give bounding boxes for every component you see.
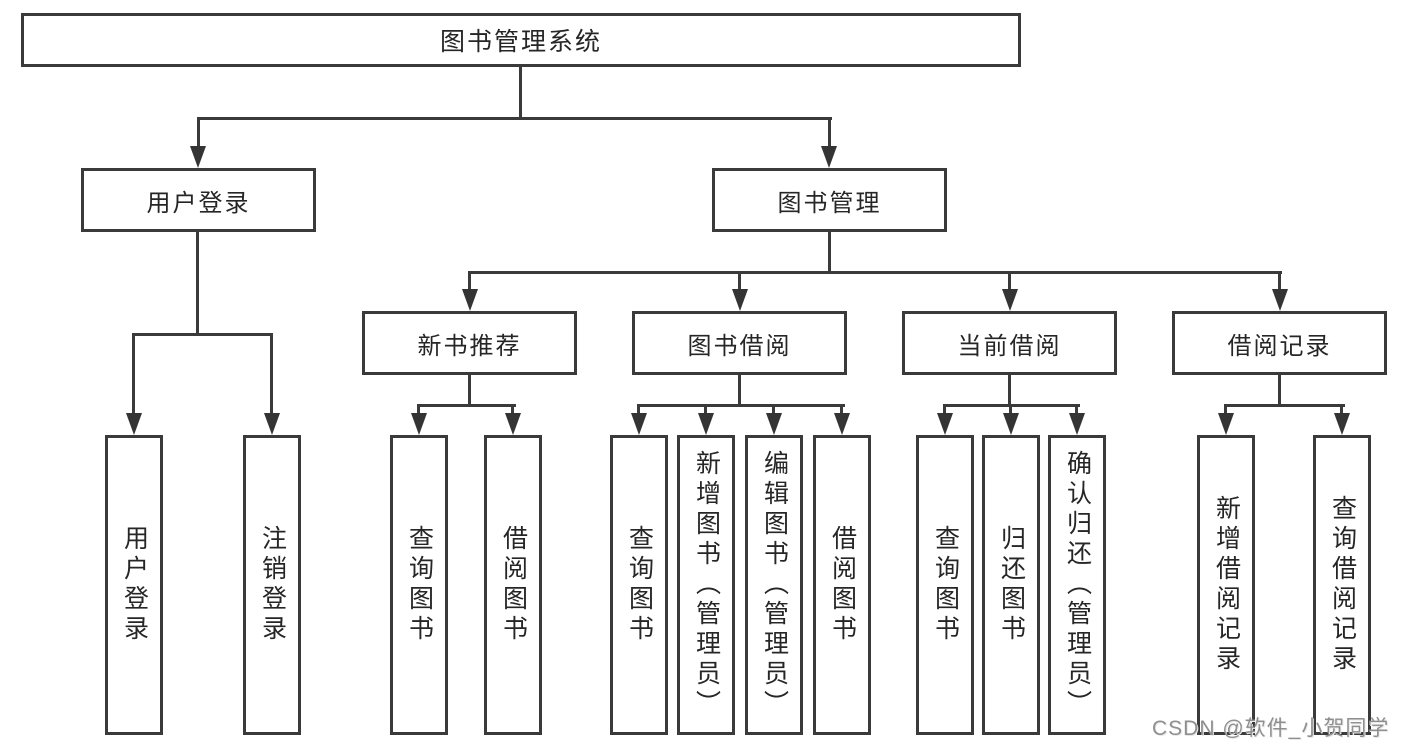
edge-bb-stem bbox=[738, 375, 741, 407]
edge-br-drop bbox=[1224, 404, 1227, 416]
node-book-borrowing: 图书借阅 bbox=[632, 311, 847, 375]
edge-user-login-drop bbox=[270, 333, 273, 415]
arrow-down-icon bbox=[834, 413, 850, 435]
leaf-cb-confirm-return-admin-label: 确认归还（管理员） bbox=[1063, 450, 1092, 720]
edge-book-mgmt-drop bbox=[1008, 271, 1011, 291]
edge-br-stem bbox=[1278, 375, 1281, 407]
edge-nbr-drop bbox=[417, 404, 420, 416]
node-root-label: 图书管理系统 bbox=[439, 28, 602, 56]
leaf-cb-return-books: 归还图书 bbox=[982, 435, 1040, 735]
edge-br-split bbox=[1224, 404, 1345, 407]
node-borrow-records: 借阅记录 bbox=[1172, 311, 1387, 375]
watermark: CSDN @软件_小贺同学 bbox=[1152, 717, 1390, 740]
leaf-cb-return-books-label: 归还图书 bbox=[997, 525, 1026, 645]
node-book-management: 图书管理 bbox=[712, 168, 947, 232]
edge-bb-drop bbox=[637, 404, 640, 416]
edge-bb-drop bbox=[704, 404, 707, 416]
edge-user-login-stem bbox=[196, 232, 199, 336]
arrow-down-icon bbox=[937, 413, 953, 435]
arrow-down-icon bbox=[1334, 413, 1350, 435]
leaf-bb-edit-books-admin-label: 编辑图书（管理员） bbox=[760, 450, 789, 720]
edge-user-login-split bbox=[132, 333, 273, 336]
arrow-down-icon bbox=[126, 413, 142, 435]
arrow-down-icon bbox=[462, 289, 478, 311]
arrow-down-icon bbox=[1002, 289, 1018, 311]
edge-nbr-stem bbox=[468, 375, 471, 407]
leaf-logout-label: 注销登录 bbox=[258, 525, 287, 645]
leaf-br-add-record: 新增借阅记录 bbox=[1197, 435, 1255, 735]
leaf-bb-add-books-admin: 新增图书（管理员） bbox=[677, 435, 735, 735]
edge-book-mgmt-drop bbox=[1278, 271, 1281, 291]
node-new-book-recommend-label: 新书推荐 bbox=[417, 332, 522, 360]
edge-cb-drop bbox=[943, 404, 946, 416]
edge-root-split bbox=[197, 117, 832, 120]
arrow-down-icon bbox=[505, 413, 521, 435]
leaf-user-login-label: 用户登录 bbox=[120, 525, 149, 645]
arrow-down-icon bbox=[631, 413, 647, 435]
leaf-nbr-query-books: 查询图书 bbox=[390, 435, 448, 735]
leaf-bb-query-books-label: 查询图书 bbox=[625, 525, 654, 645]
edge-bb-split bbox=[637, 404, 845, 407]
edge-nbr-split bbox=[417, 404, 516, 407]
leaf-nbr-borrow-books: 借阅图书 bbox=[484, 435, 542, 735]
node-current-borrowing-label: 当前借阅 bbox=[957, 332, 1062, 360]
arrow-down-icon bbox=[821, 146, 837, 168]
leaf-nbr-borrow-books-label: 借阅图书 bbox=[499, 525, 528, 645]
edge-nbr-drop bbox=[511, 404, 514, 416]
node-user-login: 用户登录 bbox=[81, 168, 316, 232]
leaf-nbr-query-books-label: 查询图书 bbox=[405, 525, 434, 645]
edge-book-mgmt-drop bbox=[468, 271, 471, 291]
leaf-bb-edit-books-admin: 编辑图书（管理员） bbox=[745, 435, 803, 735]
edge-bb-drop bbox=[772, 404, 775, 416]
leaf-logout: 注销登录 bbox=[243, 435, 301, 735]
node-user-login-label: 用户登录 bbox=[146, 189, 251, 217]
edge-cb-drop bbox=[1009, 404, 1012, 416]
arrow-down-icon bbox=[698, 413, 714, 435]
arrow-down-icon bbox=[1218, 413, 1234, 435]
node-root: 图书管理系统 bbox=[21, 13, 1021, 67]
edge-root-drop-left bbox=[197, 117, 200, 149]
edge-br-drop bbox=[1340, 404, 1343, 416]
leaf-user-login: 用户登录 bbox=[105, 435, 163, 735]
node-book-borrowing-label: 图书借阅 bbox=[687, 332, 792, 360]
edge-root-stem bbox=[519, 66, 522, 120]
edge-book-mgmt-stem bbox=[828, 232, 831, 274]
arrow-down-icon bbox=[1272, 289, 1288, 311]
node-new-book-recommend: 新书推荐 bbox=[362, 311, 577, 375]
leaf-br-query-record: 查询借阅记录 bbox=[1313, 435, 1371, 735]
arrow-down-icon bbox=[411, 413, 427, 435]
edge-root-drop-right bbox=[828, 117, 831, 149]
arrow-down-icon bbox=[190, 146, 206, 168]
leaf-br-add-record-label: 新增借阅记录 bbox=[1212, 495, 1241, 675]
leaf-bb-add-books-admin-label: 新增图书（管理员） bbox=[692, 450, 721, 720]
leaf-cb-query-books-label: 查询图书 bbox=[931, 525, 960, 645]
edge-cb-drop bbox=[1075, 404, 1078, 416]
arrow-down-icon bbox=[766, 413, 782, 435]
leaf-cb-confirm-return-admin: 确认归还（管理员） bbox=[1048, 435, 1106, 735]
edge-cb-stem bbox=[1008, 375, 1011, 407]
node-borrow-records-label: 借阅记录 bbox=[1227, 332, 1332, 360]
edge-book-mgmt-split bbox=[468, 271, 1282, 274]
leaf-cb-query-books: 查询图书 bbox=[916, 435, 974, 735]
edge-user-login-drop bbox=[132, 333, 135, 415]
node-book-management-label: 图书管理 bbox=[777, 189, 882, 217]
leaf-bb-query-books: 查询图书 bbox=[610, 435, 668, 735]
edge-bb-drop bbox=[840, 404, 843, 416]
arrow-down-icon bbox=[732, 289, 748, 311]
arrow-down-icon bbox=[264, 413, 280, 435]
node-current-borrowing: 当前借阅 bbox=[902, 311, 1117, 375]
leaf-bb-borrow-books: 借阅图书 bbox=[813, 435, 871, 735]
leaf-bb-borrow-books-label: 借阅图书 bbox=[828, 525, 857, 645]
arrow-down-icon bbox=[1069, 413, 1085, 435]
edge-book-mgmt-drop bbox=[738, 271, 741, 291]
leaf-br-query-record-label: 查询借阅记录 bbox=[1328, 495, 1357, 675]
arrow-down-icon bbox=[1003, 413, 1019, 435]
